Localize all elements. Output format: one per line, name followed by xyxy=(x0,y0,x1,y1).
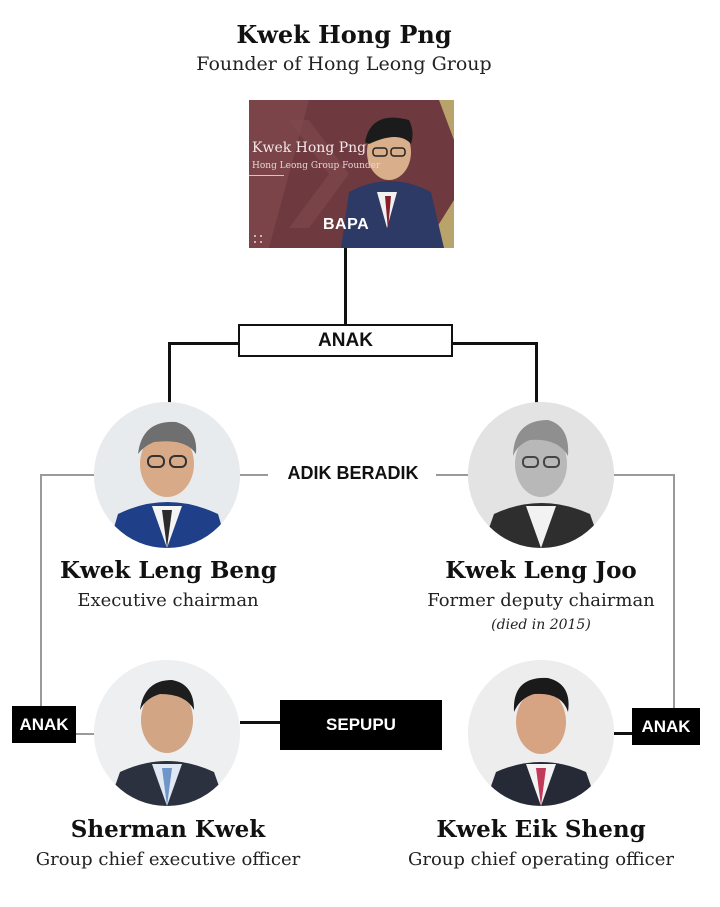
kwek-eik-sheng-role: Group chief operating officer xyxy=(407,849,675,870)
founder-photo-caption-name: Kwek Hong Png xyxy=(252,140,367,156)
left-lineage-vertical xyxy=(40,474,42,706)
avatar-kwek-leng-beng xyxy=(94,402,240,548)
right-lineage-top xyxy=(614,474,674,476)
cousins-connector-right xyxy=(614,732,632,735)
kwek-leng-joo-note: (died in 2015) xyxy=(491,617,591,633)
kwek-eik-sheng-portrait xyxy=(468,660,614,806)
kwek-leng-beng-portrait xyxy=(94,402,240,548)
founder-photo-label: BAPA xyxy=(323,216,370,233)
avatar-sherman-kwek xyxy=(94,660,240,806)
kwek-leng-joo-name: Kwek Leng Joo xyxy=(445,557,637,584)
kwek-leng-beng-name: Kwek Leng Beng xyxy=(60,557,277,584)
left-child-label-box: ANAK xyxy=(12,706,76,743)
kwek-eik-sheng-name: Kwek Eik Sheng xyxy=(436,816,646,843)
founder-role: Founder of Hong Leong Group xyxy=(196,53,492,75)
founder-photo-art xyxy=(249,100,454,248)
siblings-connector-left xyxy=(238,474,268,476)
right-branch-horizontal xyxy=(452,342,538,345)
cousins-label-box: SEPUPU xyxy=(280,700,442,750)
sherman-kwek-name: Sherman Kwek xyxy=(70,816,266,843)
founder-photo-caption-sub: Hong Leong Group Founder xyxy=(252,161,381,171)
right-branch-vertical xyxy=(535,342,538,406)
sherman-kwek-role: Group chief executive officer xyxy=(35,849,301,870)
siblings-connector-right xyxy=(436,474,470,476)
children-label-box: ANAK xyxy=(238,324,453,357)
founder-connector xyxy=(344,248,347,326)
left-lineage-top xyxy=(40,474,96,476)
kwek-leng-beng-role: Executive chairman xyxy=(77,590,259,611)
cousins-connector-left xyxy=(240,721,280,724)
left-branch-horizontal xyxy=(168,342,240,345)
kwek-leng-joo-role: Former deputy chairman xyxy=(427,590,655,611)
right-child-label-box: ANAK xyxy=(632,708,700,745)
siblings-label: ADIK BERADIK xyxy=(287,463,419,483)
founder-name: Kwek Hong Png xyxy=(236,20,452,49)
avatar-kwek-leng-joo xyxy=(468,402,614,548)
sherman-kwek-portrait xyxy=(94,660,240,806)
left-branch-vertical xyxy=(168,342,171,406)
avatar-kwek-eik-sheng xyxy=(468,660,614,806)
kwek-leng-joo-portrait xyxy=(468,402,614,548)
right-lineage-vertical xyxy=(673,474,675,708)
founder-photo: Kwek Hong Png Hong Leong Group Founder B… xyxy=(249,100,454,248)
left-lineage-bottom xyxy=(76,733,96,735)
